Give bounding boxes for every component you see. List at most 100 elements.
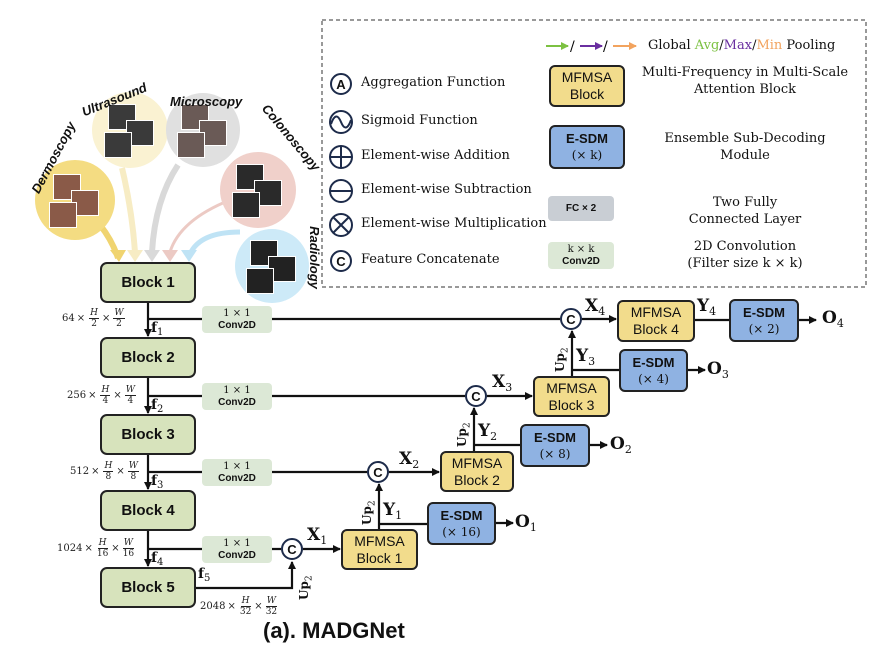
modality-image	[49, 202, 77, 228]
encoder-block-4: Block 4	[100, 490, 196, 531]
feature-label-f1: f1	[151, 320, 163, 338]
mfmsa-l2: Block 1	[356, 549, 403, 566]
label: Aggregation Function	[361, 75, 506, 90]
feature-label-f1-base: f	[151, 320, 158, 336]
den: 2	[91, 319, 97, 329]
concat-icon-4: C	[560, 308, 582, 330]
output-label-o4-base: O	[822, 308, 837, 328]
pool-max: Max	[723, 38, 753, 53]
mfmsa-l2: Block 2	[454, 471, 500, 488]
conv: Conv2D	[562, 255, 600, 267]
y-label-1: Y1	[383, 500, 402, 522]
y-label-2-sub: 2	[490, 430, 498, 443]
mfmsa-l1: MFMSA	[630, 304, 682, 320]
pooling-legend-text: Global Avg/Max/Min Pooling	[648, 38, 835, 53]
y-label-1-sub: 1	[395, 509, 403, 522]
arrow-radiology	[187, 229, 241, 256]
output-label-o2: O2	[610, 434, 632, 456]
modality-image	[246, 268, 274, 294]
sigmoid-icon	[329, 110, 353, 134]
k: k × k	[567, 243, 595, 255]
feature-label-f4-sub: 4	[157, 557, 164, 568]
x-label-4: X4	[585, 296, 605, 318]
esdm-l2: (× 2)	[748, 321, 780, 336]
num: W	[113, 308, 125, 319]
conv-label: Conv2D	[218, 472, 256, 484]
arrowhead-dermoscopy	[110, 250, 126, 262]
num: H	[103, 461, 114, 472]
upsample-label-1-base: Up	[297, 581, 311, 600]
x-label-3: X3	[492, 372, 512, 394]
upsample-label-3-sub: 2	[462, 422, 473, 429]
den: 2	[116, 319, 122, 329]
den: 32	[239, 607, 252, 617]
arrowhead-radiology	[181, 250, 197, 262]
upsample-label-1-sub: 2	[304, 575, 315, 582]
channels: 2048	[200, 601, 226, 612]
d2: Connected Layer	[688, 212, 802, 227]
mfmsa-l1: MFMSA	[354, 532, 405, 549]
x-label-1: X1	[307, 525, 327, 547]
esdm-block-4: E-SDM(× 2)	[729, 299, 799, 342]
times: ×	[227, 601, 236, 612]
den: 8	[105, 472, 112, 482]
label: Sigmoid Function	[361, 113, 478, 128]
legend-symbol-label: Aggregation Function	[361, 75, 505, 90]
legend-symbol-label: Feature Concatenate	[361, 252, 500, 267]
label: Element-wise Addition	[361, 148, 510, 163]
feature-label-f2-base: f	[151, 397, 158, 413]
x-label-1-sub: 1	[320, 534, 328, 547]
d1: Ensemble Sub-Decoding	[664, 131, 826, 146]
l2: Block	[569, 86, 605, 102]
arrow-ultrasound	[119, 167, 138, 253]
y-label-2: Y2	[478, 421, 497, 443]
upsample-label-4-base: Up	[553, 353, 567, 372]
y-label-3-base: Y	[576, 346, 589, 366]
title-text: (a). MADGNet	[263, 618, 405, 643]
d1: 2D Convolution	[693, 239, 797, 254]
concat-glyph: C	[566, 311, 576, 327]
concat-glyph: C	[373, 464, 383, 480]
upsample-label-2: Up2	[360, 500, 377, 525]
glyph: C	[336, 253, 346, 269]
y-label-3-sub: 3	[588, 355, 596, 368]
esdm-block-2: E-SDM(× 8)	[520, 424, 590, 467]
f5-path	[195, 561, 296, 590]
block-label: Block 1	[121, 274, 175, 291]
arrow-colonoscopy	[168, 198, 231, 253]
mfmsa-l2: Block 4	[633, 321, 679, 337]
d2: Attention Block	[693, 82, 797, 97]
multiplication-icon	[329, 213, 353, 237]
arrowhead-colonoscopy	[162, 250, 178, 262]
num: W	[265, 596, 278, 607]
concat-glyph: C	[471, 388, 481, 404]
den: 16	[96, 549, 109, 559]
d2: Module	[720, 148, 770, 163]
x-label-4-base: X	[585, 296, 599, 316]
legend-conv-description: 2D Convolution(Filter size k × k)	[630, 238, 860, 272]
times: ×	[76, 313, 86, 324]
esdm-block-3: E-SDM(× 4)	[619, 349, 688, 392]
times: ×	[111, 543, 120, 554]
modality-label: Microscopy	[170, 94, 242, 109]
output-label-o3: O3	[707, 359, 729, 381]
x-label-2: X2	[399, 449, 419, 471]
den: 4	[102, 396, 109, 406]
block-label: Block 3	[121, 426, 175, 443]
encoder-block-1: Block 1	[100, 262, 196, 303]
feature-label-f1-sub: 1	[157, 327, 164, 338]
y-label-3: Y3	[576, 346, 595, 368]
